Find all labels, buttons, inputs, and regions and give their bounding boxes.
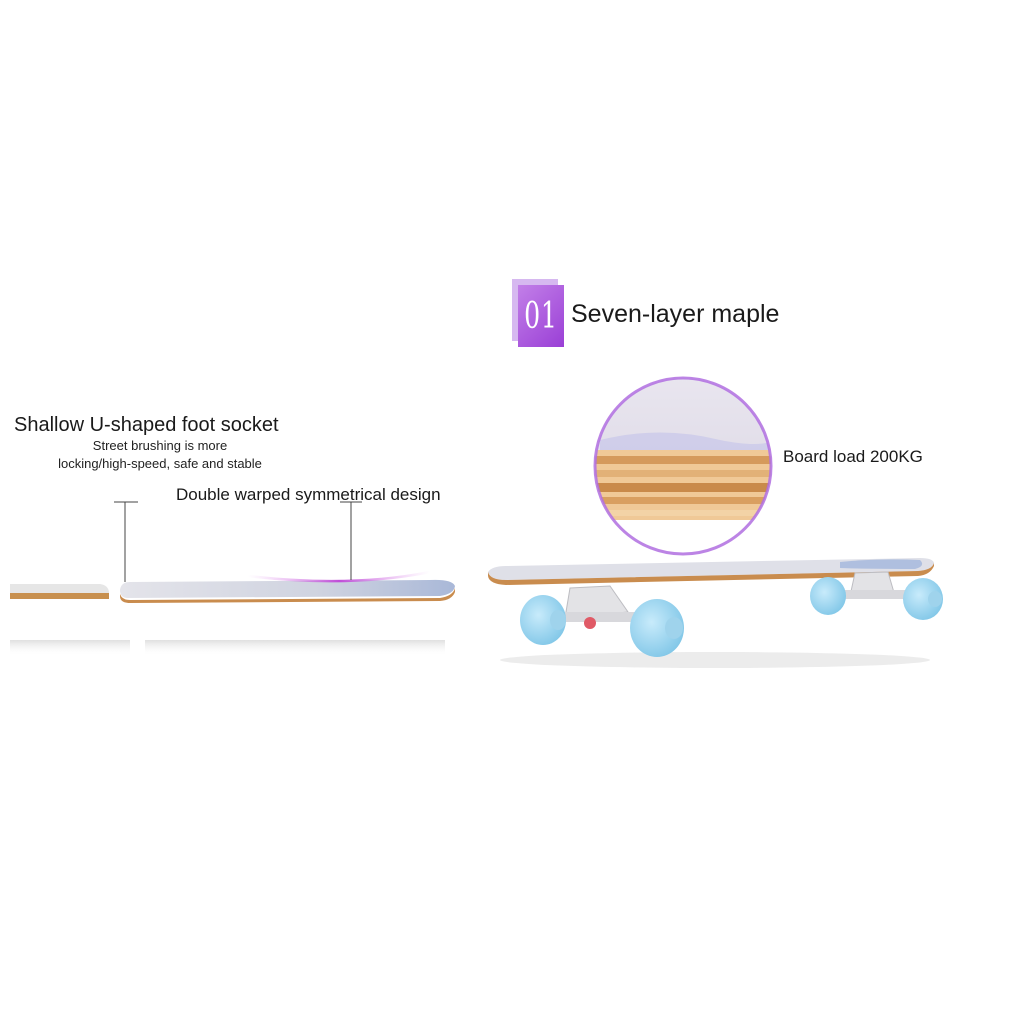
side-profile-board	[10, 501, 455, 656]
deck-profile-wood	[120, 588, 455, 603]
symmetrical-design-callout: Double warped symmetrical design	[176, 485, 441, 504]
rear-right-wheel	[903, 578, 943, 620]
lens-ring	[593, 376, 773, 556]
deck-profile-top	[120, 579, 455, 598]
front-bushing	[584, 617, 596, 629]
heading-badge-number: 01	[524, 295, 558, 337]
lens-layer-1	[595, 456, 771, 464]
left-shadow-b	[145, 640, 445, 656]
front-left-wheel-hub	[550, 610, 566, 630]
deck-nose-graphic	[840, 559, 923, 569]
rear-left-wheel	[810, 577, 846, 615]
board-load-callout: Board load 200KG	[783, 447, 923, 466]
lens-layer-4	[595, 497, 771, 504]
tail-fragment-wood	[10, 593, 109, 599]
magnified-layer-lens	[593, 376, 773, 556]
longboard-deck-wood	[488, 563, 934, 585]
lens-layer-2	[595, 470, 771, 477]
front-right-wheel	[630, 599, 684, 657]
longboard	[488, 558, 943, 668]
front-left-wheel	[520, 595, 566, 645]
left-shadow-a	[10, 640, 130, 656]
warp-arc	[247, 570, 431, 583]
foot-socket-subtitle-line2: locking/high-speed, safe and stable	[58, 456, 262, 471]
rear-right-wheel-hub	[928, 591, 942, 607]
lens-layer-5	[595, 510, 771, 516]
lens-layer-3	[595, 483, 771, 492]
longboard-shadow	[500, 652, 930, 668]
foot-socket-subtitle-line1: Street brushing is more	[92, 438, 228, 453]
foot-socket-subtitle: Street brushing is more locking/high-spe…	[30, 437, 290, 473]
heading-badge: 01	[518, 285, 564, 347]
heading-title: Seven-layer maple	[571, 300, 780, 328]
longboard-deck-top	[488, 558, 934, 580]
foot-socket-title: Shallow U-shaped foot socket	[14, 414, 279, 436]
lens-graphic-swirl	[600, 432, 771, 452]
front-right-wheel-hub	[665, 617, 683, 639]
